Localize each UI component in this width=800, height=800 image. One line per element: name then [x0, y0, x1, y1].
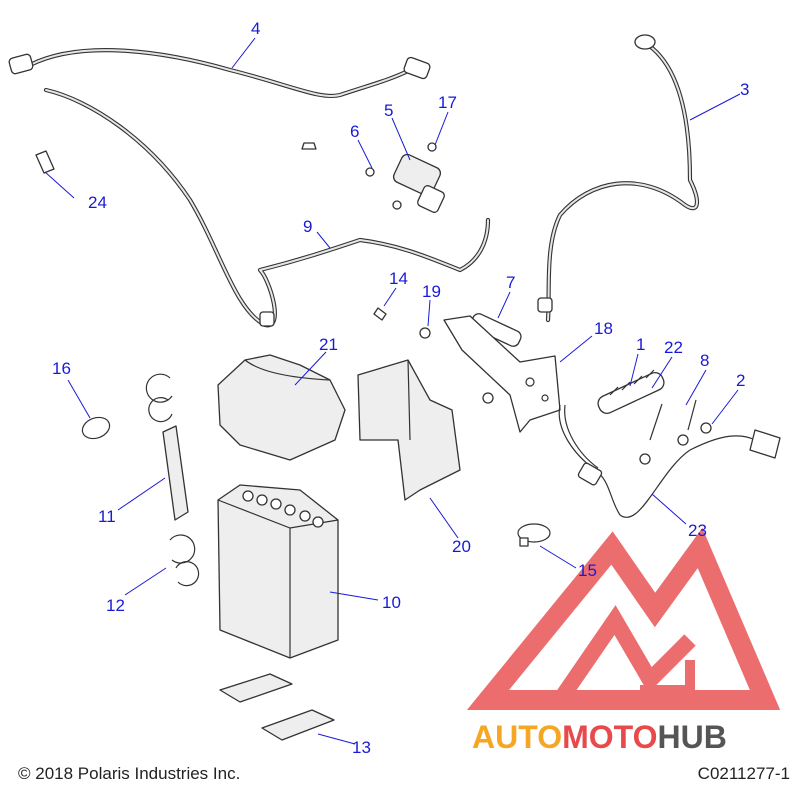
callout-18: 18 — [594, 319, 613, 338]
callout-10: 10 — [382, 593, 401, 612]
part-15-clamp — [517, 523, 551, 547]
fasteners — [35, 142, 712, 465]
callout-7: 7 — [506, 273, 515, 292]
part-5-solenoid — [365, 142, 445, 213]
callout-21: 21 — [319, 335, 338, 354]
callout-19: 19 — [422, 282, 441, 301]
part-12-clips — [145, 373, 200, 587]
callout-4: 4 — [251, 19, 260, 38]
part-3-positive-cable — [537, 34, 699, 323]
callout-14: 14 — [389, 269, 408, 288]
callout-16: 16 — [52, 359, 71, 378]
callout-3: 3 — [740, 80, 749, 99]
part-4-battery-cable — [8, 48, 431, 98]
callout-11: 11 — [98, 507, 116, 526]
callout-22: 22 — [664, 338, 683, 357]
part-20-heat-shield — [357, 359, 461, 501]
part-11-strap — [162, 425, 189, 521]
logo-text-auto: AUTO — [472, 719, 562, 755]
callout-15: 15 — [578, 561, 597, 580]
part-23-harness — [558, 399, 781, 518]
part-1-terminal-block — [597, 369, 665, 414]
part-13-pads — [219, 673, 335, 741]
callout-12: 12 — [106, 596, 125, 615]
drawing-number: C0211277-1 — [697, 764, 790, 783]
copyright-notice: © 2018 Polaris Industries Inc. — [18, 764, 241, 783]
part-10-battery — [217, 484, 339, 659]
callout-5: 5 — [384, 101, 393, 120]
callout-9: 9 — [303, 217, 312, 236]
leader-lines — [44, 37, 741, 745]
callout-24: 24 — [88, 193, 107, 212]
callout-17: 17 — [438, 93, 457, 112]
part-21-battery-cover — [217, 354, 346, 461]
part-18-bracket — [443, 315, 561, 433]
callout-8: 8 — [700, 351, 709, 370]
logo-text: AUTOMOTOHUB — [472, 719, 727, 755]
callout-23: 23 — [688, 521, 707, 540]
automotohub-logo — [466, 527, 781, 710]
callout-13: 13 — [352, 738, 371, 757]
callout-6: 6 — [350, 122, 359, 141]
part-9-ground-cable — [43, 87, 491, 328]
logo-text-hub: HUB — [657, 719, 726, 755]
callout-1: 1 — [636, 335, 645, 354]
logo-text-moto: MOTO — [562, 719, 657, 755]
callout-2: 2 — [736, 371, 745, 390]
callout-labels: 4 3 5 6 17 24 9 14 19 7 18 1 22 8 2 21 1… — [52, 19, 749, 757]
part-16-clamp — [81, 416, 111, 440]
callout-20: 20 — [452, 537, 471, 556]
